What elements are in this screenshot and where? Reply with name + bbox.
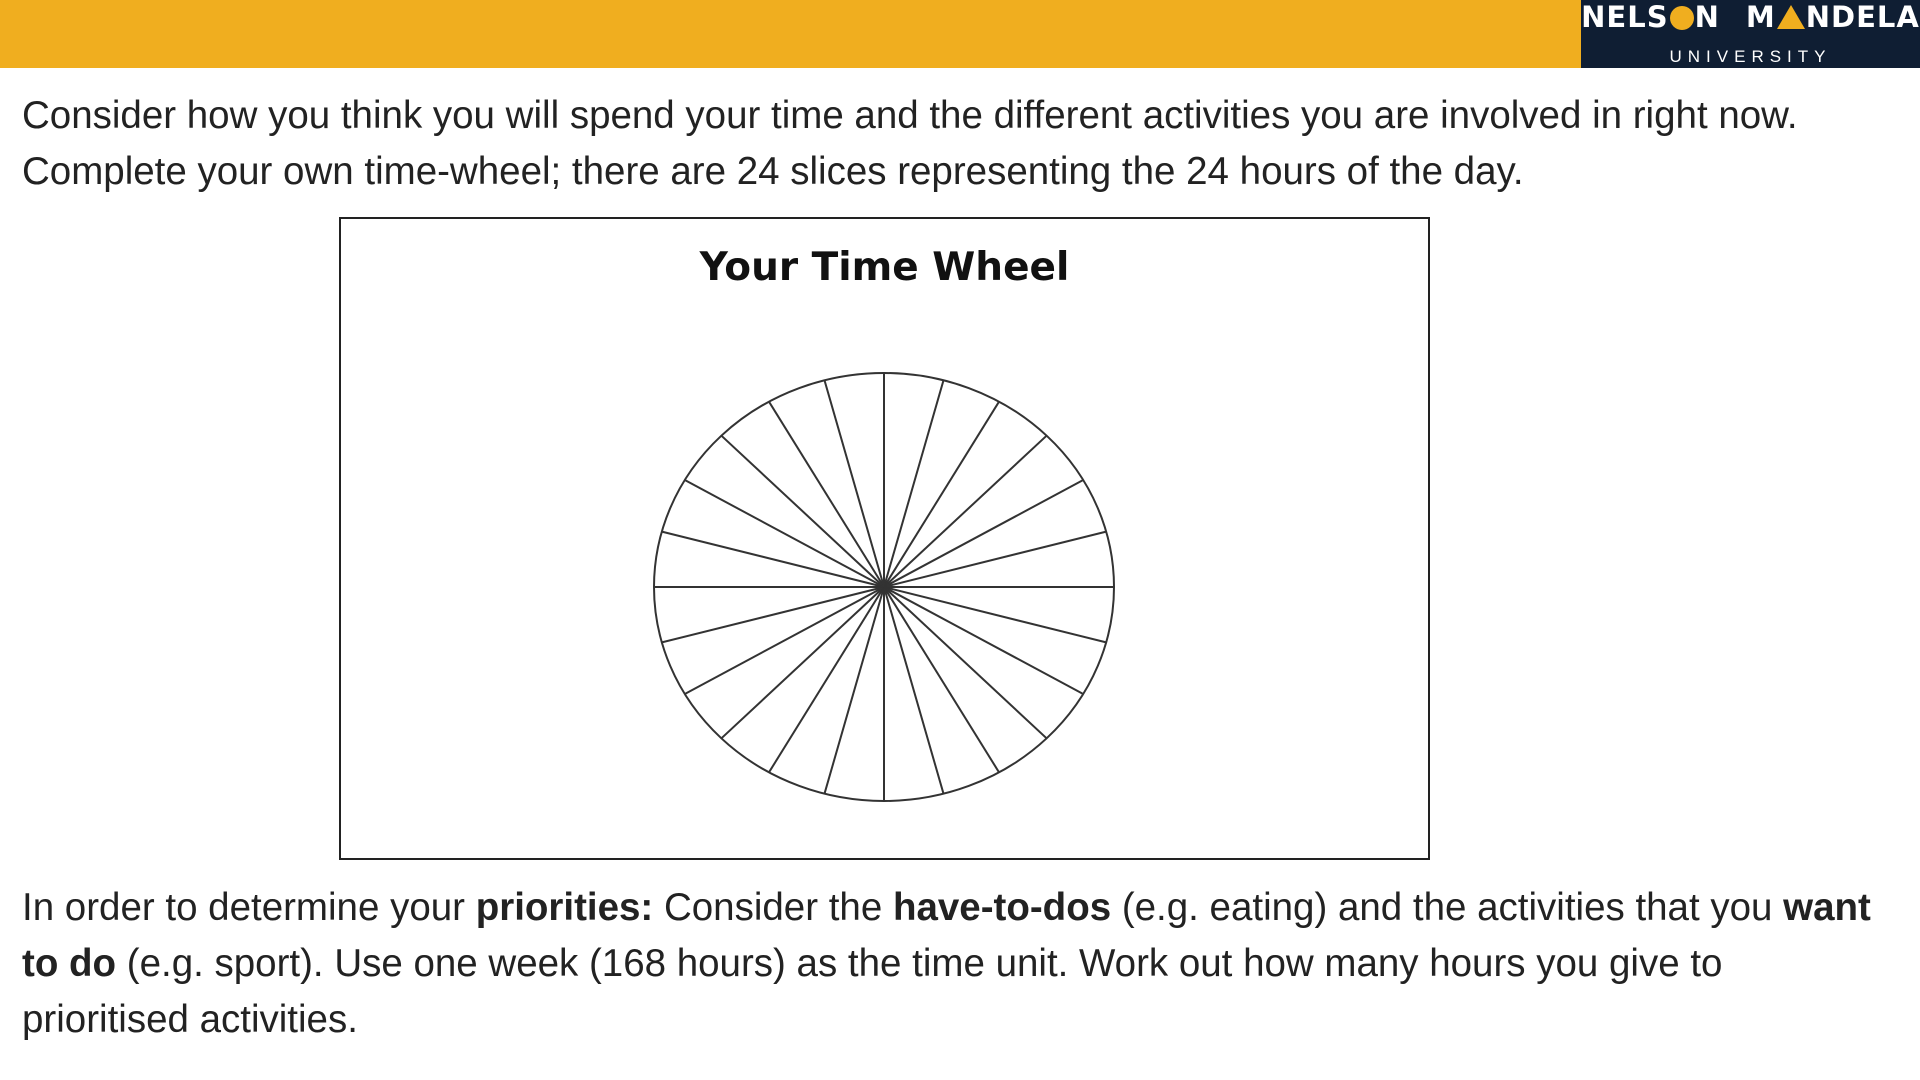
wheel-spoke <box>720 434 885 588</box>
wheel-spoke <box>883 586 945 794</box>
priorities-text-4: (e.g. sport). Use one week (168 hours) a… <box>22 942 1723 1041</box>
logo-text-1: NELS <box>1581 0 1669 34</box>
priorities-paragraph: In order to determine your priorities: C… <box>22 880 1892 1048</box>
wheel-spoke <box>661 530 885 588</box>
have-to-dos-bold: have-to-dos <box>892 886 1112 929</box>
wheel-spoke <box>883 586 1048 740</box>
wheel-spoke <box>661 586 885 644</box>
time-wheel-title: Your Time Wheel <box>699 245 1070 290</box>
time-wheel-diagram <box>653 372 1115 802</box>
wheel-spoke <box>883 586 1107 644</box>
priorities-text-3: (e.g. eating) and the activities that yo… <box>1111 886 1784 929</box>
intro-paragraph: Consider how you think you will spend yo… <box>22 94 1798 193</box>
wheel-spoke <box>883 586 1084 695</box>
wheel-spoke <box>768 401 885 588</box>
wheel-spoke <box>768 586 885 773</box>
wheel-spoke <box>720 586 885 740</box>
logo-text-4: NDELA <box>1805 0 1920 34</box>
priorities-text-2: Consider the <box>653 886 893 929</box>
wheel-spoke <box>883 586 1000 773</box>
wheel-spoke <box>883 530 1107 588</box>
wheel-spoke <box>883 401 1000 588</box>
wheel-spoke <box>823 586 885 794</box>
wheel-spoke <box>883 479 1084 588</box>
time-wheel-figure: Your Time Wheel <box>339 217 1430 860</box>
priorities-bold-keyword: priorities: <box>475 886 654 929</box>
logo-triangle-icon <box>1776 5 1805 29</box>
wheel-spoke <box>883 434 1048 588</box>
logo-sun-icon <box>1669 6 1694 30</box>
wheel-spoke <box>684 479 885 588</box>
want-to-do-bold: want to do <box>22 886 1871 985</box>
logo-text-3: M <box>1745 0 1776 34</box>
wheel-spoke <box>684 586 885 695</box>
logo-text-2: N <box>1694 0 1720 34</box>
logo-subtitle: UNIVERSITY <box>1669 47 1832 66</box>
priorities-text-1: In order to determine your <box>22 886 476 929</box>
wheel-spoke <box>823 380 885 588</box>
wheel-spoke <box>883 380 945 588</box>
